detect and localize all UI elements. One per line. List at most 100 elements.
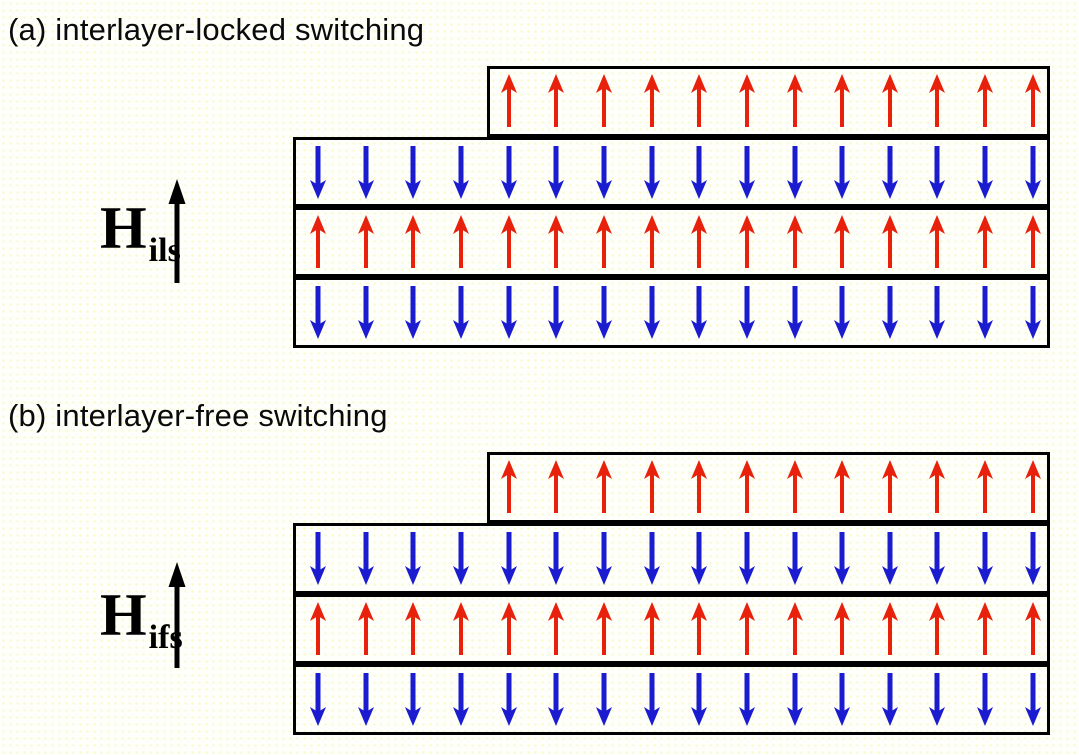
spin-up-arrow-icon (453, 602, 469, 655)
spin-up-arrow-icon (691, 602, 707, 655)
spin-down-arrow-icon (929, 532, 945, 585)
spin-down-arrow-icon (787, 146, 803, 199)
spin-up-arrow-icon (548, 602, 564, 655)
spin-up-arrow-icon (596, 602, 612, 655)
spin-down-arrow-icon (501, 532, 517, 585)
spin-up-arrow-icon (929, 602, 945, 655)
spin-down-arrow-icon (977, 532, 993, 585)
spin-down-arrow-icon (501, 286, 517, 339)
layer-box-layer-4 (293, 664, 1050, 735)
spin-down-arrow-icon (644, 146, 660, 199)
spin-up-arrow-icon (739, 602, 755, 655)
spin-down-arrow-icon (691, 673, 707, 726)
spin-up-arrow-icon (929, 215, 945, 268)
spin-down-arrow-icon (358, 673, 374, 726)
spin-up-arrow-icon (1025, 602, 1041, 655)
panel-a-title: (a) interlayer-locked switching (8, 12, 425, 47)
spin-up-arrow-icon (405, 215, 421, 268)
spin-down-arrow-icon (882, 673, 898, 726)
spin-up-arrow-icon (787, 460, 803, 513)
spin-up-arrow-icon (977, 215, 993, 268)
spin-up-arrow-icon (882, 602, 898, 655)
spin-up-arrow-icon (644, 602, 660, 655)
spin-down-arrow-icon (453, 532, 469, 585)
spin-up-arrow-icon (548, 74, 564, 127)
spin-down-arrow-icon (882, 146, 898, 199)
spin-up-arrow-icon (453, 215, 469, 268)
spin-up-arrow-icon (1025, 215, 1041, 268)
spin-down-arrow-icon (834, 286, 850, 339)
spin-up-arrow-icon (691, 74, 707, 127)
spin-down-arrow-icon (834, 532, 850, 585)
layer-box-layer-3 (293, 594, 1050, 664)
field-symbol: H (100, 195, 147, 261)
spin-down-arrow-icon (977, 286, 993, 339)
spin-up-arrow-icon (882, 74, 898, 127)
spin-up-arrow-icon (929, 460, 945, 513)
spin-down-arrow-icon (548, 286, 564, 339)
spin-down-arrow-icon (596, 146, 612, 199)
spin-up-arrow-icon (548, 215, 564, 268)
spin-down-arrow-icon (501, 146, 517, 199)
spin-up-arrow-icon (834, 215, 850, 268)
spin-up-arrow-icon (644, 460, 660, 513)
spin-down-arrow-icon (644, 286, 660, 339)
spin-up-arrow-icon (596, 74, 612, 127)
spin-up-arrow-icon (310, 602, 326, 655)
spin-down-arrow-icon (929, 673, 945, 726)
spin-up-arrow-icon (644, 215, 660, 268)
spin-up-arrow-icon (501, 74, 517, 127)
spin-down-arrow-icon (691, 286, 707, 339)
spin-down-arrow-icon (548, 146, 564, 199)
field-arrow-up-icon (168, 562, 186, 668)
spin-up-arrow-icon (405, 602, 421, 655)
spin-down-arrow-icon (548, 673, 564, 726)
spin-down-arrow-icon (453, 146, 469, 199)
spin-down-arrow-icon (405, 532, 421, 585)
spin-up-arrow-icon (644, 74, 660, 127)
spin-up-arrow-icon (787, 215, 803, 268)
spin-up-arrow-icon (834, 74, 850, 127)
spin-down-arrow-icon (358, 146, 374, 199)
spin-down-arrow-icon (358, 286, 374, 339)
spin-up-arrow-icon (787, 74, 803, 127)
spin-down-arrow-icon (644, 673, 660, 726)
spin-down-arrow-icon (596, 673, 612, 726)
spin-up-arrow-icon (691, 460, 707, 513)
layer-box-top-layer (487, 452, 1050, 523)
spin-up-arrow-icon (358, 602, 374, 655)
spin-down-arrow-icon (787, 673, 803, 726)
spin-down-arrow-icon (739, 146, 755, 199)
spin-down-arrow-icon (310, 146, 326, 199)
spin-up-arrow-icon (834, 602, 850, 655)
spin-up-arrow-icon (501, 460, 517, 513)
field-arrow-up-icon (168, 179, 186, 283)
layer-box-top-layer (487, 66, 1050, 137)
spin-down-arrow-icon (453, 286, 469, 339)
spin-down-arrow-icon (405, 673, 421, 726)
spin-up-arrow-icon (596, 215, 612, 268)
layer-box-layer-3 (293, 207, 1050, 277)
spin-down-arrow-icon (977, 673, 993, 726)
spin-down-arrow-icon (358, 532, 374, 585)
spin-up-arrow-icon (977, 602, 993, 655)
spin-down-arrow-icon (310, 286, 326, 339)
spin-up-arrow-icon (1025, 460, 1041, 513)
spin-up-arrow-icon (501, 215, 517, 268)
spin-up-arrow-icon (929, 74, 945, 127)
panel-b-title: (b) interlayer-free switching (8, 398, 388, 433)
spin-down-arrow-icon (739, 286, 755, 339)
spin-up-arrow-icon (739, 460, 755, 513)
spin-down-arrow-icon (1025, 146, 1041, 199)
spin-down-arrow-icon (453, 673, 469, 726)
spin-up-arrow-icon (739, 215, 755, 268)
spin-up-arrow-icon (787, 602, 803, 655)
spin-down-arrow-icon (834, 673, 850, 726)
spin-up-arrow-icon (548, 460, 564, 513)
spin-down-arrow-icon (596, 286, 612, 339)
layer-box-layer-4 (293, 277, 1050, 348)
spin-down-arrow-icon (405, 146, 421, 199)
spin-down-arrow-icon (405, 286, 421, 339)
spin-down-arrow-icon (596, 532, 612, 585)
spin-down-arrow-icon (739, 673, 755, 726)
